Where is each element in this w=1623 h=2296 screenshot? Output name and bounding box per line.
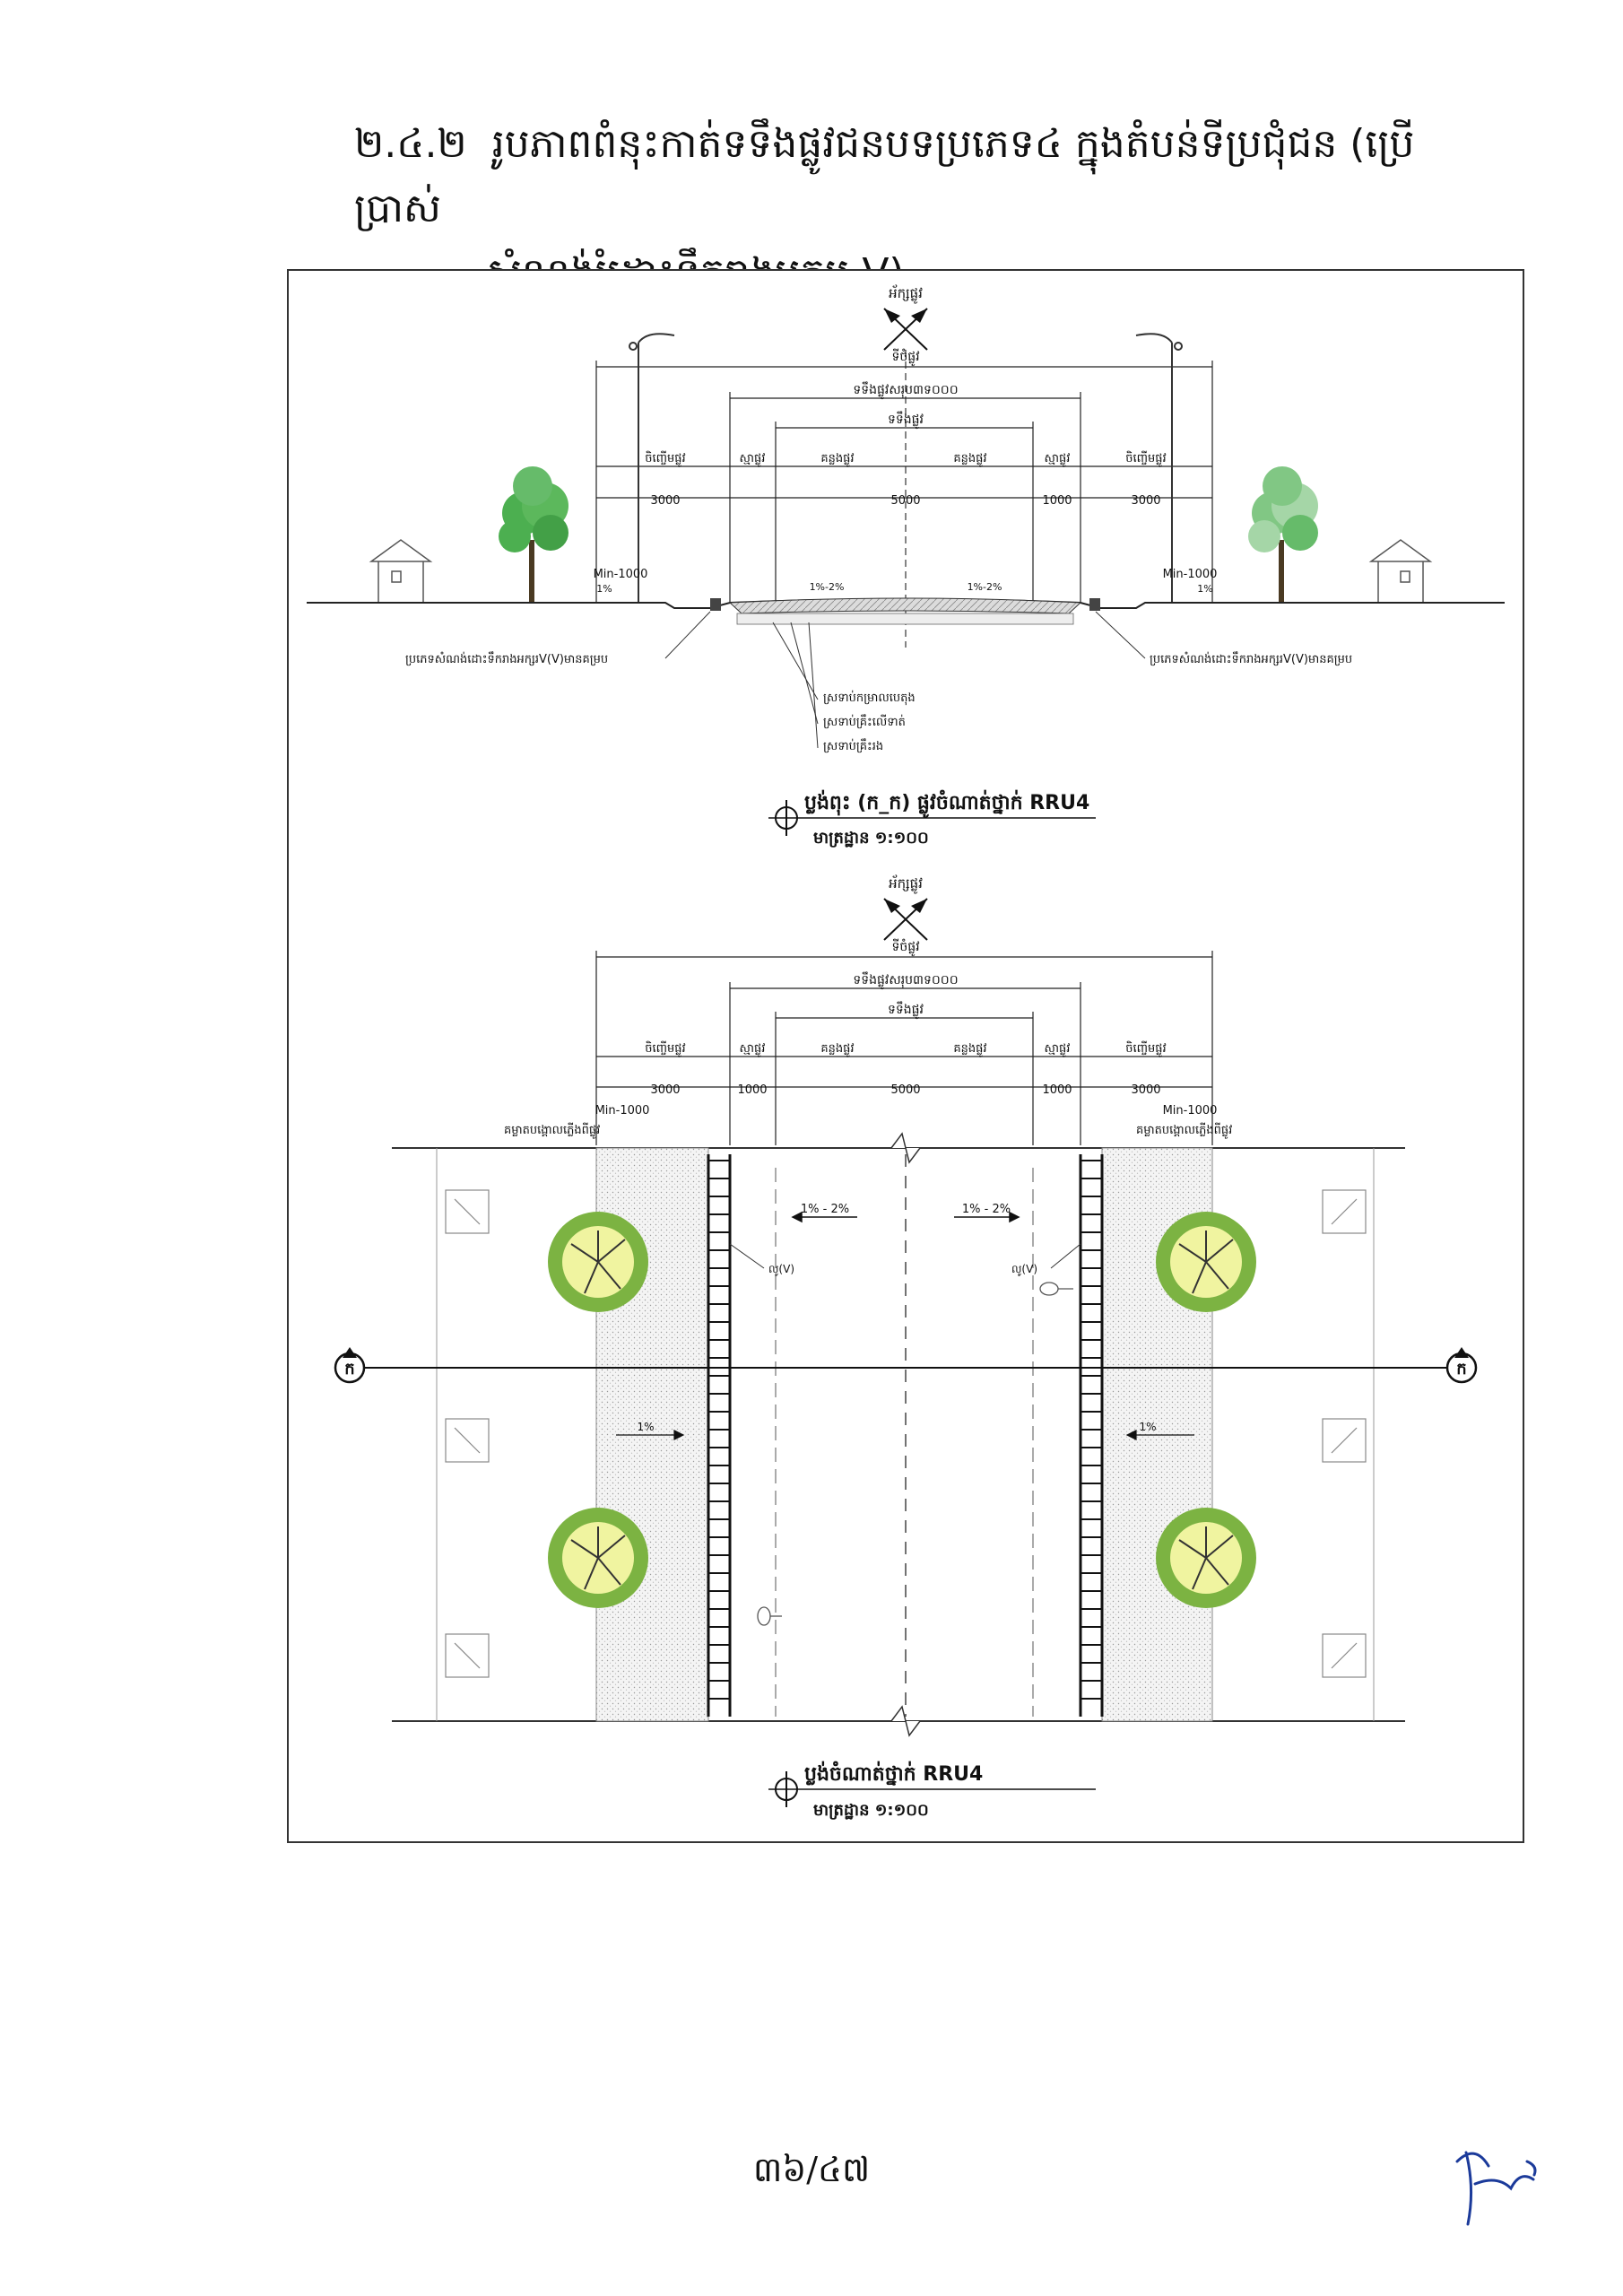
plan-min-1000-right: Min-1000	[1163, 1104, 1218, 1118]
section-mark-right: ក	[1456, 1360, 1466, 1378]
drain-label-right: ប្រភេទសំណង់ដោះទឹករាងអក្សរV(V)មានគម្រប	[1150, 651, 1352, 666]
layer-1-label: ស្រទាប់កម្រាលបេតុង	[823, 690, 916, 706]
plan-min-1000-left: Min-1000	[595, 1104, 650, 1118]
plan-dim-5000: 5000	[890, 1083, 920, 1097]
house-right	[1368, 539, 1433, 604]
plan-title: ប្លង់ចំណាត់ថ្នាក់ RRU4	[804, 1761, 983, 1786]
dimension-lines	[595, 361, 1213, 603]
cross-section: អ័ក្សផ្លូវ ទីចំផ្លូវ ទទឹងផ្លូវសរុប៣ទ០០០ …	[307, 284, 1505, 848]
plan-dim-3000-right: 3000	[1131, 1083, 1160, 1097]
plan-slope-left: 1% - 2%	[801, 1203, 849, 1216]
plan-slope-walk-right: 1%	[1139, 1421, 1156, 1433]
layer-3-label: ស្រទាប់គ្រឹះរង	[823, 738, 883, 753]
dim-1000-right: 1000	[1042, 494, 1072, 508]
plan-shoulder-left: ស្មាផ្លូវ	[740, 1042, 766, 1057]
shoulder-label-left: ស្មាផ្លូវ	[740, 452, 766, 467]
plan-dim-1000-right: 1000	[1042, 1083, 1072, 1097]
drain-tag-left: លូ(V)	[768, 1263, 794, 1276]
plan-tree-top-left	[548, 1212, 648, 1312]
lane-label-right: គន្លងផ្លូវ	[953, 452, 986, 467]
plan-row-width: ទីចំផ្លូវ	[891, 938, 920, 957]
drawing-svg: អ័ក្សផ្លូវ ទីចំផ្លូវ ទទឹងផ្លូវសរុប៣ទ០០០ …	[307, 284, 1505, 1820]
section-caption: ប្លង់ពុះ (ក_ក) ផ្លូវចំណាត់ថ្នាក់ RRU4 មា…	[768, 789, 1096, 848]
ground-line	[307, 597, 1505, 625]
plan-sidewalk-right: ចិញ្ចើមផ្លូវ	[1125, 1040, 1166, 1057]
plan-scale: មាត្រដ្ឋាន ១:១០០	[813, 1801, 929, 1820]
plan-axis-label: អ័ក្សផ្លូវ	[889, 874, 923, 894]
shoulder-label-right: ស្មាផ្លូវ	[1045, 452, 1071, 467]
house-left	[369, 539, 433, 604]
lamp-post-left	[629, 333, 675, 603]
v-drain-right	[1079, 1154, 1104, 1717]
dim-5000: 5000	[890, 494, 920, 508]
plan-tree-note-left: គម្លាតបង្គោលភ្លើងពីផ្លូវ	[504, 1122, 600, 1139]
sidewalk-label-left: ចិញ្ចើមផ្លូវ	[645, 450, 685, 467]
tree-right	[1248, 466, 1318, 603]
carriageway-label: ទទឹងផ្លូវ	[888, 411, 924, 430]
signature	[1455, 2151, 1537, 2226]
plan-dim-3000-left: 3000	[650, 1083, 680, 1097]
min-1000-left: Min-1000	[594, 568, 648, 581]
tree-left	[499, 466, 568, 603]
plan-lane-right: គន្លងផ្លូវ	[953, 1042, 986, 1057]
sidewalk-label-right: ចិញ្ចើមផ្លូវ	[1125, 450, 1166, 467]
page-number: ៣៦/៤៧	[752, 2150, 871, 2189]
dim-3000-right: 3000	[1131, 494, 1160, 508]
plan-view: អ័ក្សផ្លូវ ទីចំផ្លូវ ទទឹងផ្លូវសរុប៣ទ០០០ …	[334, 874, 1478, 1820]
lamp-post-right	[1135, 333, 1183, 603]
slope-right: 1%	[1197, 583, 1212, 595]
title-line-1: រូបភាពពំនុះកាត់ទទឹងផ្លូវជនបទប្រភេទ៤ ក្នុ…	[354, 121, 1415, 231]
plan-carriageway: ទទឹងផ្លូវ	[888, 1001, 924, 1020]
drawing-frame: អ័ក្សផ្លូវ ទីចំផ្លូវ ទទឹងផ្លូវសរុប៣ទ០០០ …	[287, 269, 1524, 1843]
plan-sidewalk-left: ចិញ្ចើមផ្លូវ	[645, 1040, 685, 1057]
section-line-aa: ក ក	[334, 1347, 1478, 1384]
section-scale: មាត្រដ្ឋាន ១:១០០	[813, 829, 929, 848]
drain-label-left: ប្រភេទសំណង់ដោះទឹករាងអក្សរV(V)មានគម្រប	[405, 651, 608, 666]
plan-tree-note-right: គម្លាតបង្គោលភ្លើងពីផ្លូវ	[1136, 1122, 1232, 1139]
slope-lane-left: 1%-2%	[810, 581, 845, 593]
sub-width-label: ទទឹងផ្លូវសរុប៣ទ០០០	[853, 381, 958, 400]
section-title: ប្លង់ពុះ (ក_ក) ផ្លូវចំណាត់ថ្នាក់ RRU4	[804, 789, 1089, 819]
plan-axis-symbol: អ័ក្សផ្លូវ	[883, 874, 928, 941]
row-width-label: ទីចំផ្លូវ	[891, 348, 920, 367]
plan-shoulder-right: ស្មាផ្លូវ	[1045, 1042, 1071, 1057]
drain-tag-right: លូ(V)	[1011, 1263, 1037, 1276]
slope-left: 1%	[596, 583, 612, 595]
plan-dim-1000-left: 1000	[737, 1083, 767, 1097]
plan-tree-bottom-left	[548, 1508, 648, 1608]
plan-tree-bottom-right	[1156, 1508, 1256, 1608]
layer-2-label: ស្រទាប់គ្រឹះលើទាត់	[823, 714, 906, 729]
plan-sub-width: ទទឹងផ្លូវសរុប៣ទ០០០	[853, 971, 958, 990]
plan-lane-left: គន្លងផ្លូវ	[820, 1042, 854, 1057]
min-1000-right: Min-1000	[1163, 568, 1218, 581]
section-mark-left: ក	[344, 1360, 354, 1378]
slope-lane-right: 1%-2%	[968, 581, 1002, 593]
plan-slope-right: 1% - 2%	[962, 1203, 1011, 1216]
dim-3000-left: 3000	[650, 494, 680, 508]
v-drain-left	[707, 1154, 732, 1717]
plan-tree-top-right	[1156, 1212, 1256, 1312]
plan-caption: ប្លង់ចំណាត់ថ្នាក់ RRU4 មាត្រដ្ឋាន ១:១០០	[768, 1761, 1096, 1820]
lane-label-left: គន្លងផ្លូវ	[820, 452, 854, 467]
title-number: ២.៤.២	[354, 121, 467, 167]
plan-slope-walk-left: 1%	[637, 1421, 654, 1433]
axis-label: អ័ក្សផ្លូវ	[889, 284, 923, 304]
